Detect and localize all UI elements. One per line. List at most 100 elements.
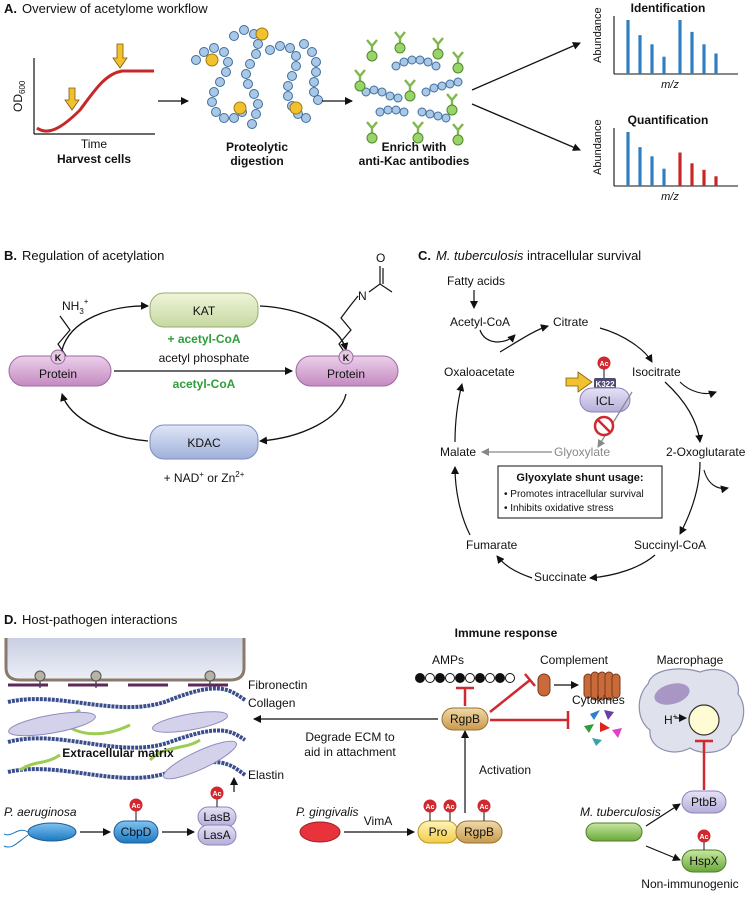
protein-label-right: Protein	[327, 367, 365, 381]
quantification-title: Quantification	[628, 113, 709, 127]
cbpd-label: CbpD	[121, 825, 152, 839]
collagen-label: Collagen	[248, 696, 295, 710]
protease-icon	[255, 27, 269, 41]
panel-d-letter: D.	[4, 612, 17, 627]
panel-b-letter: B.	[4, 248, 17, 263]
receptor-icon	[34, 670, 46, 682]
amino-acid-bead	[283, 91, 293, 101]
protein-label-left: Protein	[39, 367, 77, 381]
amp-residue	[455, 673, 465, 683]
amino-acid-bead	[253, 39, 263, 49]
fatty-acids-label: Fatty acids	[447, 274, 505, 288]
ptbb-label: PtbB	[691, 795, 717, 809]
peptide-bead	[391, 61, 401, 71]
peptide-bead	[369, 85, 379, 95]
amino-acid-bead	[309, 77, 319, 87]
amino-acid-bead	[223, 57, 233, 67]
amino-acid-bead	[243, 79, 253, 89]
mac-complex-icon	[583, 671, 621, 701]
od-label: OD600	[11, 80, 27, 112]
amino-acid-bead	[299, 39, 309, 49]
panel-a: A. Overview of acetylome workflow OD600 …	[4, 1, 738, 203]
amino-acid-bead	[249, 89, 259, 99]
antibody-icon	[394, 31, 406, 44]
peptide-bead	[377, 87, 387, 97]
p-aeruginosa-row: P. aeruginosa CbpD Ac LasB LasA Ac	[3, 786, 237, 848]
complement-protein	[537, 673, 551, 697]
identification-spectrum: Identification Abundance m/z	[592, 1, 738, 91]
bead-icon	[366, 50, 378, 62]
quantification-spectrum: Quantification Abundance m/z	[592, 113, 738, 203]
box-item-1: • Promotes intracellular survival	[504, 489, 644, 500]
panel-d-heading: Host-pathogen interactions	[22, 612, 178, 627]
peptide-bead	[375, 107, 385, 117]
amps-peptide-chain	[415, 673, 515, 683]
peptide-bead	[431, 61, 441, 71]
digestion-caption-2: digestion	[230, 154, 283, 168]
amino-acid-bead	[307, 47, 317, 57]
amino-acid-bead	[209, 43, 219, 53]
kat-cofactor: + acetyl-CoA	[167, 332, 240, 346]
peptide-bead	[415, 55, 425, 65]
amino-acid-bead	[301, 113, 311, 123]
kdac-cofactor: + NAD+ or Zn2+	[164, 470, 245, 485]
amino-acid-bead	[221, 67, 231, 77]
panel-b-heading: Regulation of acetylation	[22, 248, 164, 263]
m-tuberculosis-row: M. tuberculosis PtbB HspX Ac Non-immunog…	[580, 790, 739, 891]
panel-d: D. Host-pathogen interactions Fibronecti…	[3, 612, 745, 891]
svg-text:Ac: Ac	[132, 803, 141, 810]
ecm-label: Extracellular matrix	[62, 746, 174, 760]
lasb-label: LasB	[203, 810, 230, 824]
p-gingivalis-label: P. gingivalis	[296, 805, 358, 819]
ac-badge	[477, 799, 491, 813]
amine-label: NH3+	[62, 297, 89, 316]
citrate-node: Citrate	[553, 315, 589, 329]
amino-acid-bead	[191, 55, 201, 65]
amino-acid-bead	[311, 57, 321, 67]
amp-residue	[415, 673, 425, 683]
amino-acid-bead	[215, 77, 225, 87]
antibody-icon	[354, 69, 366, 82]
peptide-bead	[421, 87, 431, 97]
glyoxylate-node: Glyoxylate	[554, 445, 610, 459]
isocitrate-node: Isocitrate	[632, 365, 681, 379]
amino-acid-bead	[241, 69, 251, 79]
ac-badge	[423, 799, 437, 813]
pro-label: Pro	[429, 825, 448, 839]
rgpb-label: RgpB	[450, 712, 480, 726]
amino-acid-bead	[313, 95, 323, 105]
amino-acid-bead	[309, 87, 319, 97]
bead-icon	[394, 42, 406, 54]
amino-acid-bead	[199, 47, 209, 57]
harvest-cells-caption: Harvest cells	[57, 152, 131, 166]
bead-icon	[404, 90, 416, 102]
enrich-caption-1: Enrich with	[382, 140, 447, 154]
peptide-bead	[399, 107, 409, 117]
fibronectin-label: Fibronectin	[248, 678, 307, 692]
growth-curve-plot: OD600 Time Harvest cells	[11, 43, 155, 166]
ac-badge	[697, 829, 711, 843]
amp-residue	[435, 673, 445, 683]
peptide-bead	[437, 81, 447, 91]
phagosome	[688, 704, 720, 736]
antibody-icon	[366, 121, 378, 134]
amino-acid-bead	[265, 45, 275, 55]
h-plus-label: H+	[664, 712, 678, 727]
bead-icon	[412, 132, 424, 144]
identification-xlabel: m/z	[661, 79, 679, 91]
amino-acid-bead	[229, 113, 239, 123]
amino-acid-bead	[283, 81, 293, 91]
p-aeruginosa-label: P. aeruginosa	[4, 805, 77, 819]
amino-acid-bead	[291, 51, 301, 61]
oxaloacetate-node: Oxaloacetate	[444, 365, 515, 379]
glyoxylate-info-box	[497, 465, 663, 519]
amp-residue	[495, 673, 505, 683]
succinyl-coa-node: Succinyl-CoA	[634, 538, 706, 552]
time-label: Time	[81, 137, 108, 151]
peptide-bead	[383, 105, 393, 115]
lasa-label: LasA	[203, 828, 230, 842]
p-aeruginosa-cell	[27, 822, 77, 842]
degrade-label-2: aid in attachment	[304, 745, 396, 759]
rgpb-pro-label: RgpB	[464, 825, 494, 839]
